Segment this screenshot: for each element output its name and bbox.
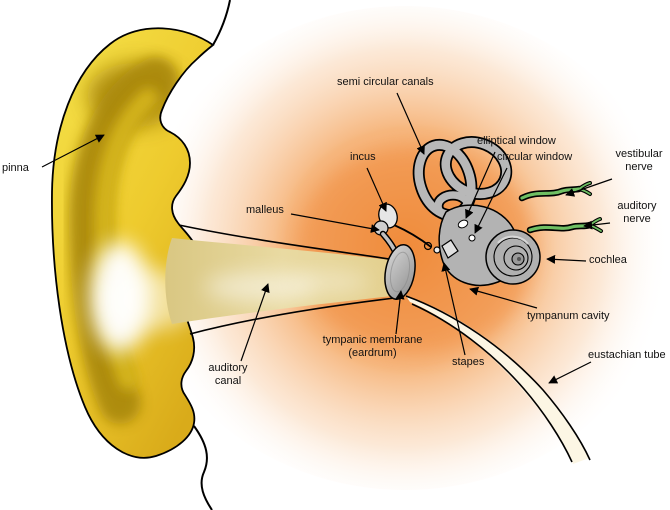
label-vestibular-nerve: vestibular nerve [615, 148, 663, 173]
arrow-pinna [41, 134, 105, 168]
label-incus: incus [350, 151, 376, 163]
label-tympanic-membrane: tympanic membrane (eardrum) [322, 334, 423, 359]
arrow-elliptical-window [465, 151, 496, 219]
arrow-cochlea [546, 254, 587, 264]
arrow-malleus [290, 213, 380, 233]
label-stapes: stapes [452, 356, 485, 368]
label-circular-window: circular window [497, 151, 573, 163]
arrow-vestibular-nerve [565, 178, 613, 197]
head-outline-top [212, 0, 231, 46]
arrow-circular-window [474, 167, 508, 234]
label-cochlea: cochlea [589, 254, 627, 266]
label-eustachian-tube: eustachian tube [588, 349, 666, 361]
arrow-auditory-nerve [583, 220, 611, 230]
label-malleus: malleus [246, 204, 284, 216]
arrow-incus [366, 167, 387, 212]
arrow-eustachian-tube [548, 361, 592, 384]
elliptical-window-shape [457, 219, 469, 229]
cochlea-shape [485, 229, 541, 285]
arrow-semi-circular-canals [396, 92, 425, 155]
circular-window-shape [468, 234, 476, 242]
head-outline-bottom [193, 425, 213, 510]
arrow-tympanum-cavity [469, 286, 538, 309]
label-arrows [41, 92, 613, 384]
label-pinna: pinna [2, 162, 29, 174]
stapes-shape [441, 239, 459, 259]
auditory-canal-shape [165, 224, 404, 335]
label-tympanum-cavity: tympanum cavity [527, 310, 610, 322]
label-semi-circular-canals: semi circular canals [337, 76, 434, 88]
eustachian-tube-shape [405, 295, 591, 464]
canal-bottom-outline [189, 296, 404, 335]
arrow-tympanic-membrane [395, 290, 405, 335]
arrow-stapes [441, 262, 466, 356]
label-auditory-nerve: auditory nerve [617, 200, 657, 225]
label-auditory-canal: auditory canal [208, 362, 248, 387]
label-elliptical-window: elliptical window [477, 135, 556, 147]
arrow-auditory-canal [240, 283, 270, 362]
canal-top-outline [178, 224, 397, 261]
